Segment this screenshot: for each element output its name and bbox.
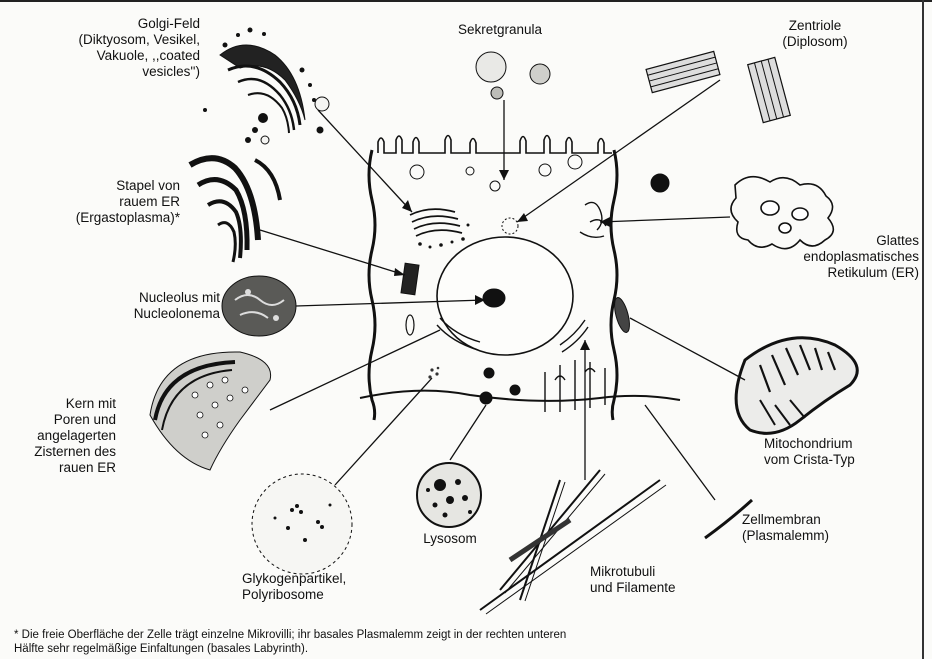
golgi-illustration (203, 28, 329, 145)
label-zentriole: Zentriole (Diplosom) (765, 18, 865, 50)
label-zellmembran-line: Zellmembran (742, 512, 882, 528)
nucleolus (483, 289, 505, 307)
label-stapel-er-line: (Ergastoplasma)* (30, 210, 180, 226)
centriole-illustration (646, 51, 790, 122)
cell-membrane-left (369, 150, 375, 420)
cell (360, 136, 680, 421)
granule (539, 164, 551, 176)
nucleolus-illustration (222, 276, 296, 336)
label-nucleolus-line: Nucleolus mit (40, 290, 220, 306)
centriole-in-cell (502, 218, 518, 234)
label-glykogen-line: Glykogenpartikel, (242, 571, 402, 587)
glycogen-in-cell (428, 367, 439, 379)
label-glattes-er: Glattes endoplasmatisches Retikulum (ER) (744, 233, 919, 281)
label-golgi: Golgi-Feld (Diktyosom, Vesikel, Vakuole,… (14, 16, 200, 80)
label-mikrotubuli-line: und Filamente (590, 580, 720, 596)
label-mitochondrium-line: Mitochondrium (764, 436, 926, 452)
granule (466, 167, 474, 175)
scan-right-border (922, 0, 924, 659)
label-lysosom: Lysosom (405, 531, 495, 547)
label-kern-line: angelagerten (6, 428, 116, 444)
footnote: * Die freie Oberfläche der Zelle trägt e… (14, 628, 919, 656)
label-mikrotubuli-line: Mikrotubuli (590, 564, 720, 580)
label-stapel-er-line: rauem ER (30, 194, 180, 210)
label-mitochondrium-line: vom Crista-Typ (764, 452, 926, 468)
mitochondrion-in-cell (612, 296, 633, 334)
footnote-line: * Die freie Oberfläche der Zelle trägt e… (14, 628, 919, 642)
mitochondrion-illustration (736, 338, 857, 434)
label-sekretgranula-line: Sekretgranula (440, 22, 560, 38)
label-nucleolus-line: Nucleolonema (40, 306, 220, 322)
label-glattes-er-line: endoplasmatisches (744, 249, 919, 265)
granule (490, 181, 500, 191)
label-nucleolus: Nucleolus mit Nucleolonema (40, 290, 220, 322)
lysosome-in-cell (480, 392, 492, 404)
label-mitochondrium: Mitochondrium vom Crista-Typ (764, 436, 926, 468)
golgi-vesicles-in-cell (418, 224, 469, 249)
label-glattes-er-line: Glattes (744, 233, 919, 249)
label-kern-line: rauen ER (6, 460, 116, 476)
label-kern: Kern mit Poren und angelagerten Zisterne… (6, 396, 116, 476)
er-stack-in-cell (401, 263, 419, 295)
label-kern-line: Zisternen des (6, 444, 116, 460)
label-kern-line: Poren und (6, 412, 116, 428)
label-lysosom-line: Lysosom (405, 531, 495, 547)
desmosome (651, 174, 669, 192)
rough-er-illustration (190, 158, 280, 262)
glykogen-illustration (252, 474, 352, 574)
secretory-granules-illustration (476, 52, 550, 99)
label-golgi-line: Vakuole, ,,coated (14, 48, 200, 64)
mitochondrion-in-cell (406, 315, 414, 335)
label-glykogen-line: Polyribosome (242, 587, 402, 603)
label-golgi-line: Golgi-Feld (14, 16, 200, 32)
label-stapel-er: Stapel von rauem ER (Ergastoplasma)* (30, 178, 180, 226)
lysosome-in-cell (510, 385, 520, 395)
label-stapel-er-line: Stapel von (30, 178, 180, 194)
label-golgi-line: vesicles'') (14, 64, 200, 80)
label-glattes-er-line: Retikulum (ER) (744, 265, 919, 281)
golgi-in-cell (410, 209, 462, 236)
nucleus-illustration (150, 352, 271, 470)
lysosome-illustration (417, 463, 481, 527)
label-kern-line: Kern mit (6, 396, 116, 412)
label-mikrotubuli: Mikrotubuli und Filamente (590, 564, 720, 596)
label-zentriole-line: (Diplosom) (765, 34, 865, 50)
basal-labyrinth (545, 360, 605, 412)
footnote-line: Hälfte sehr regelmäßige Einfaltungen (ba… (14, 642, 919, 656)
microvilli (378, 136, 612, 154)
label-glykogen: Glykogenpartikel, Polyribosome (242, 571, 402, 603)
smooth-er-in-cell (580, 202, 606, 237)
label-zellmembran: Zellmembran (Plasmalemm) (742, 512, 882, 544)
label-golgi-line: (Diktyosom, Vesikel, (14, 32, 200, 48)
lysosome-in-cell (484, 368, 494, 378)
granule (410, 165, 424, 179)
label-zellmembran-line: (Plasmalemm) (742, 528, 882, 544)
label-sekretgranula: Sekretgranula (440, 22, 560, 38)
label-zentriole-line: Zentriole (765, 18, 865, 34)
granule (568, 155, 582, 169)
cell-membrane-right (611, 150, 617, 420)
